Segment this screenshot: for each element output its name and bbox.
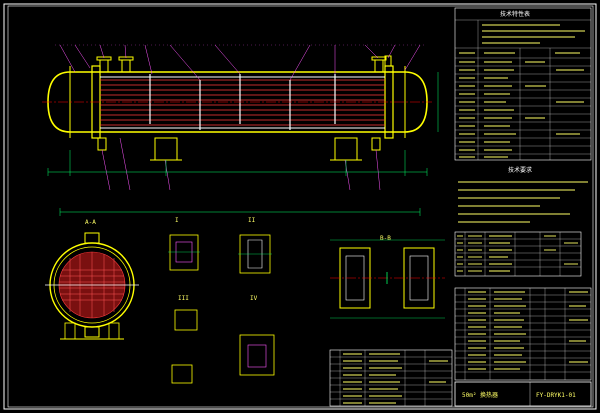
detail-iv: IV	[239, 295, 275, 376]
detail-i: I	[168, 217, 200, 271]
view-i-label: I	[175, 217, 179, 224]
nozzle-table	[454, 231, 582, 277]
section-a-a: A-A	[45, 219, 139, 340]
view-iv-label: IV	[250, 295, 258, 302]
top-nozzles	[96, 55, 392, 73]
lower-parts-list	[329, 349, 453, 407]
tech-requirements: 技术要求	[458, 166, 588, 223]
title-block: 50m² 换热器 FY-DRYK1-01	[454, 381, 592, 407]
main-elevation	[42, 44, 439, 216]
part-leaders	[59, 44, 421, 191]
title-block-code: FY-DRYK1-01	[536, 392, 576, 399]
tube-bundle	[100, 79, 385, 126]
view-iii-label: III	[178, 295, 189, 302]
tech-characteristics-table: 技术特性表	[454, 7, 592, 161]
outer-frame	[3, 3, 597, 410]
baffles	[149, 74, 336, 130]
tech-table-title: 技术特性表	[500, 10, 530, 18]
inner-frame	[7, 5, 594, 408]
section-b-label: B-B	[380, 235, 391, 242]
dimensions	[47, 72, 439, 216]
view-ii-label: II	[248, 217, 256, 224]
parts-list-table	[454, 287, 592, 381]
section-a-label: A-A	[85, 219, 96, 226]
section-b-b: B-B	[330, 235, 445, 319]
title-block-name: 50m² 换热器	[462, 391, 498, 399]
detail-ii: II	[238, 217, 272, 274]
tech-req-title: 技术要求	[508, 166, 532, 174]
detail-iii: III	[171, 295, 198, 384]
saddle-supports	[97, 137, 381, 161]
